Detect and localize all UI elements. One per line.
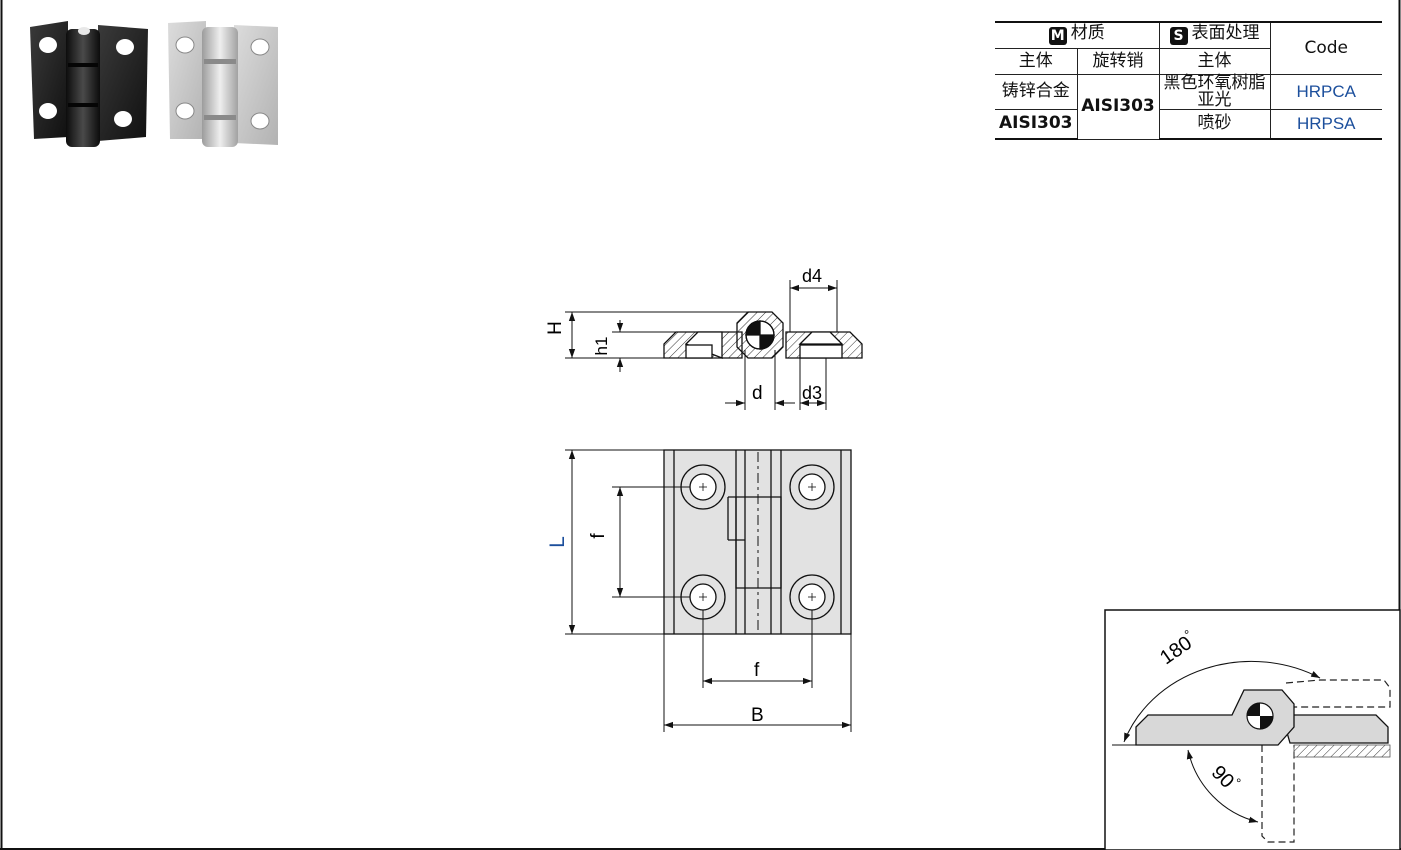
side-section-view (663, 311, 863, 359)
surface-2: 喷砂 (1158, 108, 1271, 140)
dim-label-H: H (545, 321, 566, 335)
black-hinge-photo (30, 21, 148, 147)
material-badge: M (1048, 27, 1067, 46)
dim-label-h1: h1 (592, 337, 611, 356)
dim-label-d4: d4 (802, 266, 822, 286)
dim-label-d3: d3 (802, 383, 822, 403)
dim-label-d: d (752, 383, 763, 404)
dim-label-f-horizontal: f (754, 660, 760, 681)
front-view-dimensions (565, 449, 852, 732)
body-material-1: 铸锌合金 (995, 73, 1078, 110)
code-2: HRPSA (1269, 108, 1382, 140)
sub-body-header: 主体 (995, 47, 1078, 75)
body-material-2: AISI303 (995, 108, 1078, 140)
sub-pin-header: 旋转销 (1076, 47, 1160, 75)
surface-header: 表面处理 (1191, 23, 1260, 44)
rotation-range-inset (1104, 609, 1401, 850)
surface-badge: S (1169, 27, 1188, 46)
pin-material: AISI303 (1076, 73, 1160, 140)
dim-label-L: L (546, 536, 569, 548)
dim-label-B: B (751, 705, 764, 726)
dim-label-f-vertical: f (588, 533, 609, 539)
product-photos (30, 21, 278, 147)
sub-surface-body-header: 主体 (1158, 47, 1271, 75)
silver-hinge-photo (168, 21, 278, 147)
front-view (663, 449, 852, 635)
side-view-dimensions (565, 280, 838, 410)
material-header: 材质 (1070, 23, 1105, 44)
